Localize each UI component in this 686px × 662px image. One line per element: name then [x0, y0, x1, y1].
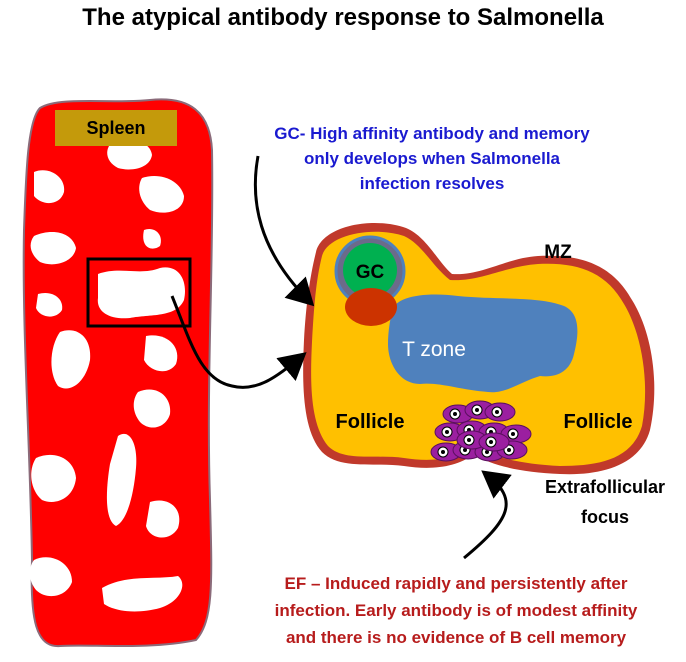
extrafollicular-label-line: focus	[580, 507, 629, 527]
gc-annotation: GC- High affinity antibody and memory on…	[222, 121, 642, 196]
follicle-left-label: Follicle	[336, 411, 405, 433]
t-zone-label: T zone	[402, 338, 466, 361]
ef-annotation: EF – Induced rapidly and persistently af…	[226, 570, 686, 651]
white-pulp-blob	[107, 139, 152, 170]
zoom-box	[86, 257, 192, 328]
germinal-centre	[343, 243, 397, 297]
white-pulp-blob	[106, 433, 137, 526]
ef-annotation-line: and there is no evidence of B cell memor…	[285, 628, 627, 647]
white-pulp-blob	[102, 576, 183, 612]
ef-annotation-line: EF – Induced rapidly and persistently af…	[284, 574, 628, 593]
arrow-zoom	[170, 295, 307, 389]
white-pulp-blob	[146, 500, 180, 538]
gc-annotation-line: infection resolves	[359, 174, 505, 193]
white-pulp-blob	[139, 176, 184, 213]
white-pulp-blob	[30, 232, 76, 265]
extrafollicular-label: Extrafollicular focus	[520, 472, 686, 532]
arrow-gc-annotation	[253, 155, 315, 307]
arrow-ef-annotation	[463, 470, 512, 560]
white-pulp-blob	[29, 557, 72, 597]
plasma-cell	[484, 402, 516, 422]
spleen	[22, 98, 214, 648]
white-pulp-magnified	[303, 222, 655, 475]
gc-label: GC	[356, 262, 385, 283]
white-pulp-blob	[31, 454, 76, 502]
extrafollicular-label-line: Extrafollicular	[544, 477, 666, 497]
extrafollicular-focus	[430, 400, 532, 462]
spleen-white-pulp	[29, 139, 185, 612]
spleen-label: Spleen	[55, 110, 177, 146]
germinal-centre-base	[345, 288, 397, 326]
ef-annotation-line: infection. Early antibody is of modest a…	[274, 601, 638, 620]
white-pulp-blob	[34, 170, 65, 204]
gc-annotation-line: only develops when Salmonella	[303, 149, 560, 168]
white-pulp-blob	[144, 335, 178, 372]
plasma-cell	[478, 432, 510, 452]
white-pulp-blob	[36, 292, 63, 317]
white-pulp-blob	[143, 228, 161, 249]
white-pulp-blob	[97, 267, 185, 319]
white-pulp-blob	[51, 330, 91, 389]
gc-annotation-line: GC- High affinity antibody and memory	[274, 124, 590, 143]
t-zone	[388, 294, 578, 393]
white-pulp-blob	[133, 389, 171, 428]
mz-label: MZ	[544, 242, 572, 263]
diagram-title: The atypical antibody response to Salmon…	[82, 4, 604, 31]
follicle-right-label: Follicle	[564, 411, 633, 433]
